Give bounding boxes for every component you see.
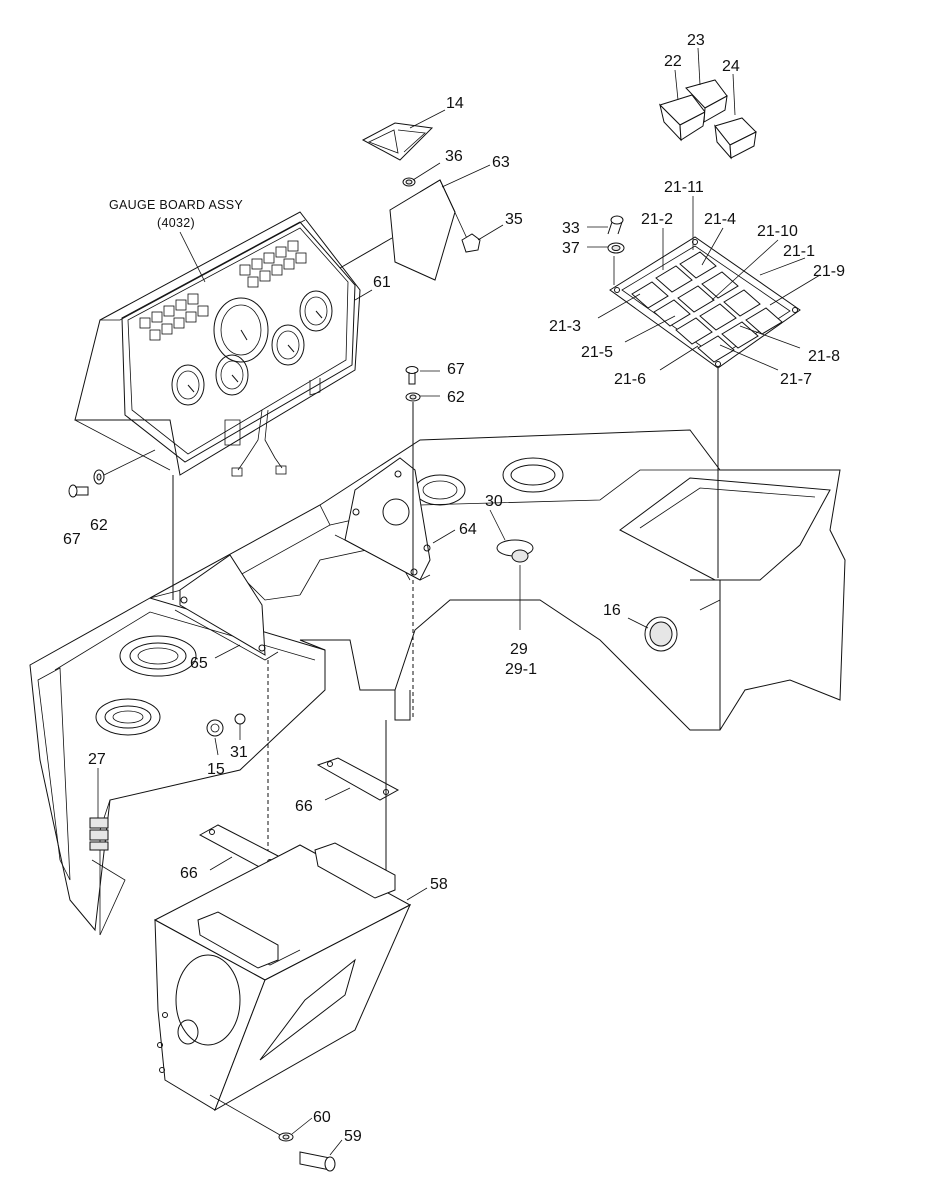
rocker-switches-top [659,79,757,160]
part-65-bracket [174,554,279,661]
callout-31: 31 [230,744,248,761]
callout-21-1: 21-1 [783,243,815,260]
washer-62-left [93,469,105,485]
callout-23: 23 [687,32,705,49]
bolt-59 [299,1151,336,1172]
callout-37: 37 [562,240,580,257]
part-14-cover [361,122,434,161]
gauge-board-assembly [74,211,361,477]
callout-58: 58 [430,876,448,893]
part-58-box [153,842,412,1112]
callout-21-5: 21-5 [581,344,613,361]
callout-65: 65 [190,655,208,672]
callout-21-2: 21-2 [641,211,673,228]
callout-62-upper: 62 [447,389,465,406]
callout-63: 63 [492,154,510,171]
callout-66-upper: 66 [295,798,313,815]
callout-21-3: 21-3 [549,318,581,335]
callouts: 14 22 23 24 36 63 35 61 33 37 21-11 21-2… [63,32,845,1145]
callout-62-left: 62 [90,517,108,534]
callout-21-4: 21-4 [704,211,736,228]
callout-60: 60 [313,1109,331,1126]
washer-60 [278,1132,294,1142]
callout-67-left: 67 [63,531,81,548]
washer-37 [607,242,625,254]
dash-console [29,429,846,936]
part-64-bracket [334,457,431,581]
callout-67-upper: 67 [447,361,465,378]
gauge-board-code: (4032) [157,216,195,230]
callout-35: 35 [505,211,523,228]
screw-33 [607,215,624,235]
callout-27: 27 [88,751,106,768]
callout-61: 61 [373,274,391,291]
screw-67-upper [405,366,419,385]
callout-21-9: 21-9 [813,263,845,280]
callout-29-1: 29-1 [505,661,537,678]
callout-24: 24 [722,58,740,75]
callout-16: 16 [603,602,621,619]
callout-64: 64 [459,521,477,538]
gauges [171,290,333,406]
callout-36: 36 [445,148,463,165]
callout-21-8: 21-8 [808,348,840,365]
callout-66-lower: 66 [180,865,198,882]
part-63-bracket [389,177,481,281]
screw-67-left [68,484,89,498]
callout-21-6: 21-6 [614,371,646,388]
callout-14: 14 [446,95,464,112]
callout-15: 15 [207,761,225,778]
washer-62-upper [405,392,421,402]
callout-59: 59 [344,1128,362,1145]
gauge-board-title: GAUGE BOARD ASSY [109,198,243,212]
warning-lights-right [239,240,307,288]
switch-panel-21 [609,236,801,369]
callout-21-7: 21-7 [780,371,812,388]
callout-22: 22 [664,53,682,70]
callout-21-11: 21-11 [664,179,704,196]
callout-21-10: 21-10 [757,223,798,240]
callout-33: 33 [562,220,580,237]
callout-30: 30 [485,493,503,510]
warning-lights-left [139,293,209,341]
callout-29: 29 [510,641,528,658]
